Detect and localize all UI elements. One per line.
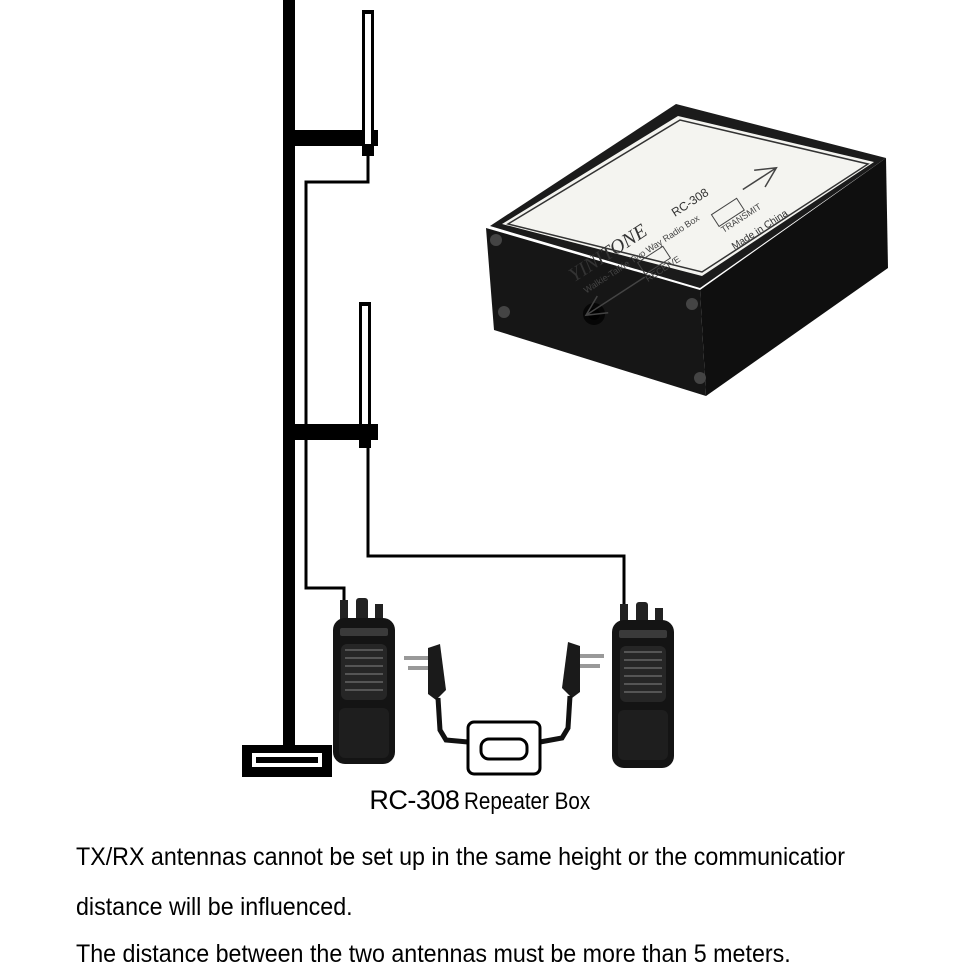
screw-icon: [686, 298, 698, 310]
left-radio: [333, 598, 395, 764]
right-plug: [540, 642, 604, 742]
screw-icon: [490, 234, 502, 246]
lower-antenna-cable: [368, 448, 624, 610]
upper-antenna-cable: [306, 156, 368, 608]
mini-repeater-box: [468, 722, 540, 774]
lower-antenna: [290, 302, 378, 448]
note-line-1: TX/RX antennas cannot be set up in the s…: [76, 843, 845, 872]
repeater-box-product: YINITONE RC-308 Walkie-Talkie Two Way Ra…: [486, 104, 888, 396]
left-plug: [404, 644, 468, 742]
diagram-caption: RC-308 Repeater Box: [0, 785, 980, 825]
note-line-2: distance will be influenced.: [76, 893, 353, 922]
antenna-mast: [242, 0, 332, 777]
caption-model: RC-308: [369, 785, 459, 815]
note-line-3: The distance between the two antennas mu…: [76, 940, 791, 969]
screw-icon: [498, 306, 510, 318]
caption-label: Repeater Box: [464, 788, 590, 816]
screw-icon: [694, 372, 706, 384]
right-radio: [612, 602, 674, 768]
upper-antenna: [290, 10, 378, 156]
